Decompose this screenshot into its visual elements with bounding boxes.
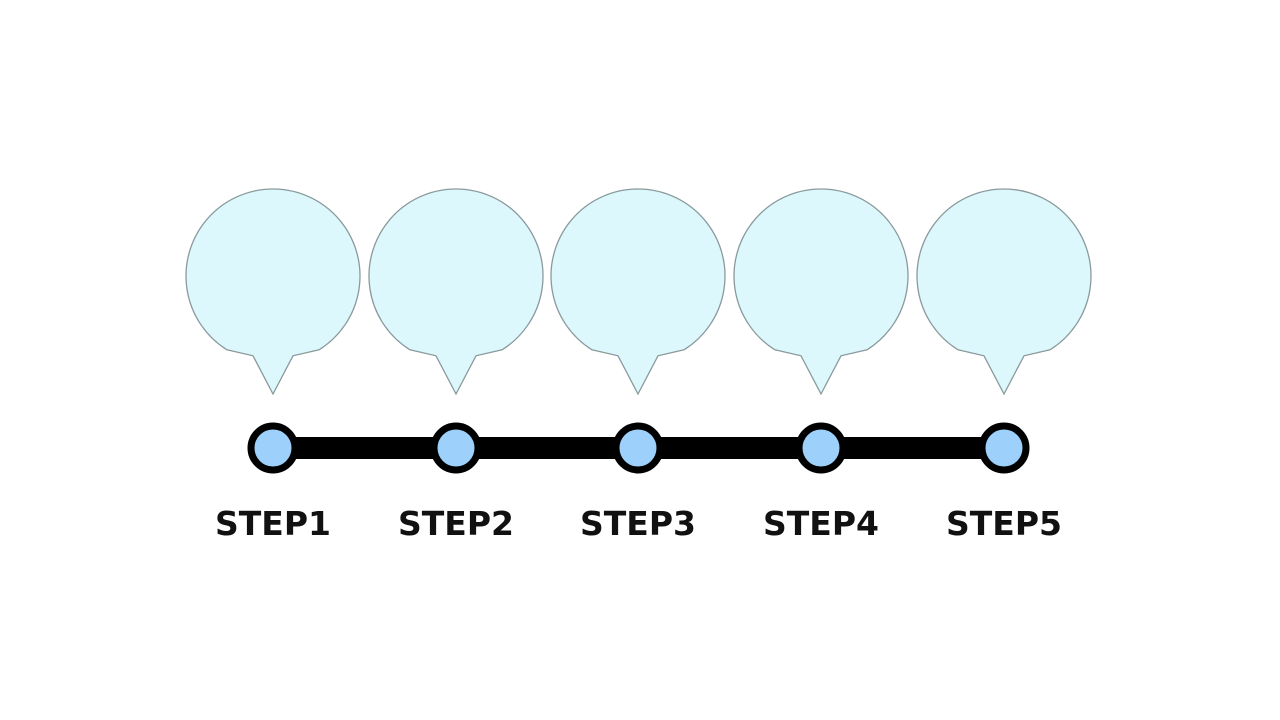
timeline-node xyxy=(247,422,299,474)
timeline-node xyxy=(978,422,1030,474)
speech-bubbles xyxy=(185,188,1092,396)
speech-bubble xyxy=(368,188,544,396)
timeline-node xyxy=(612,422,664,474)
timeline-node xyxy=(430,422,482,474)
step-labels: STEP1 STEP2 STEP3 STEP4 STEP5 xyxy=(215,504,1062,543)
step-label: STEP2 xyxy=(398,504,514,543)
step-label: STEP1 xyxy=(215,504,331,543)
speech-bubble xyxy=(733,188,909,396)
step-label: STEP3 xyxy=(580,504,696,543)
timeline-node xyxy=(795,422,847,474)
speech-bubble xyxy=(550,188,726,396)
speech-bubble xyxy=(185,188,361,396)
step-label: STEP5 xyxy=(946,504,1062,543)
step-label: STEP4 xyxy=(763,504,879,543)
timeline-nodes xyxy=(247,422,1030,474)
speech-bubble xyxy=(916,188,1092,396)
